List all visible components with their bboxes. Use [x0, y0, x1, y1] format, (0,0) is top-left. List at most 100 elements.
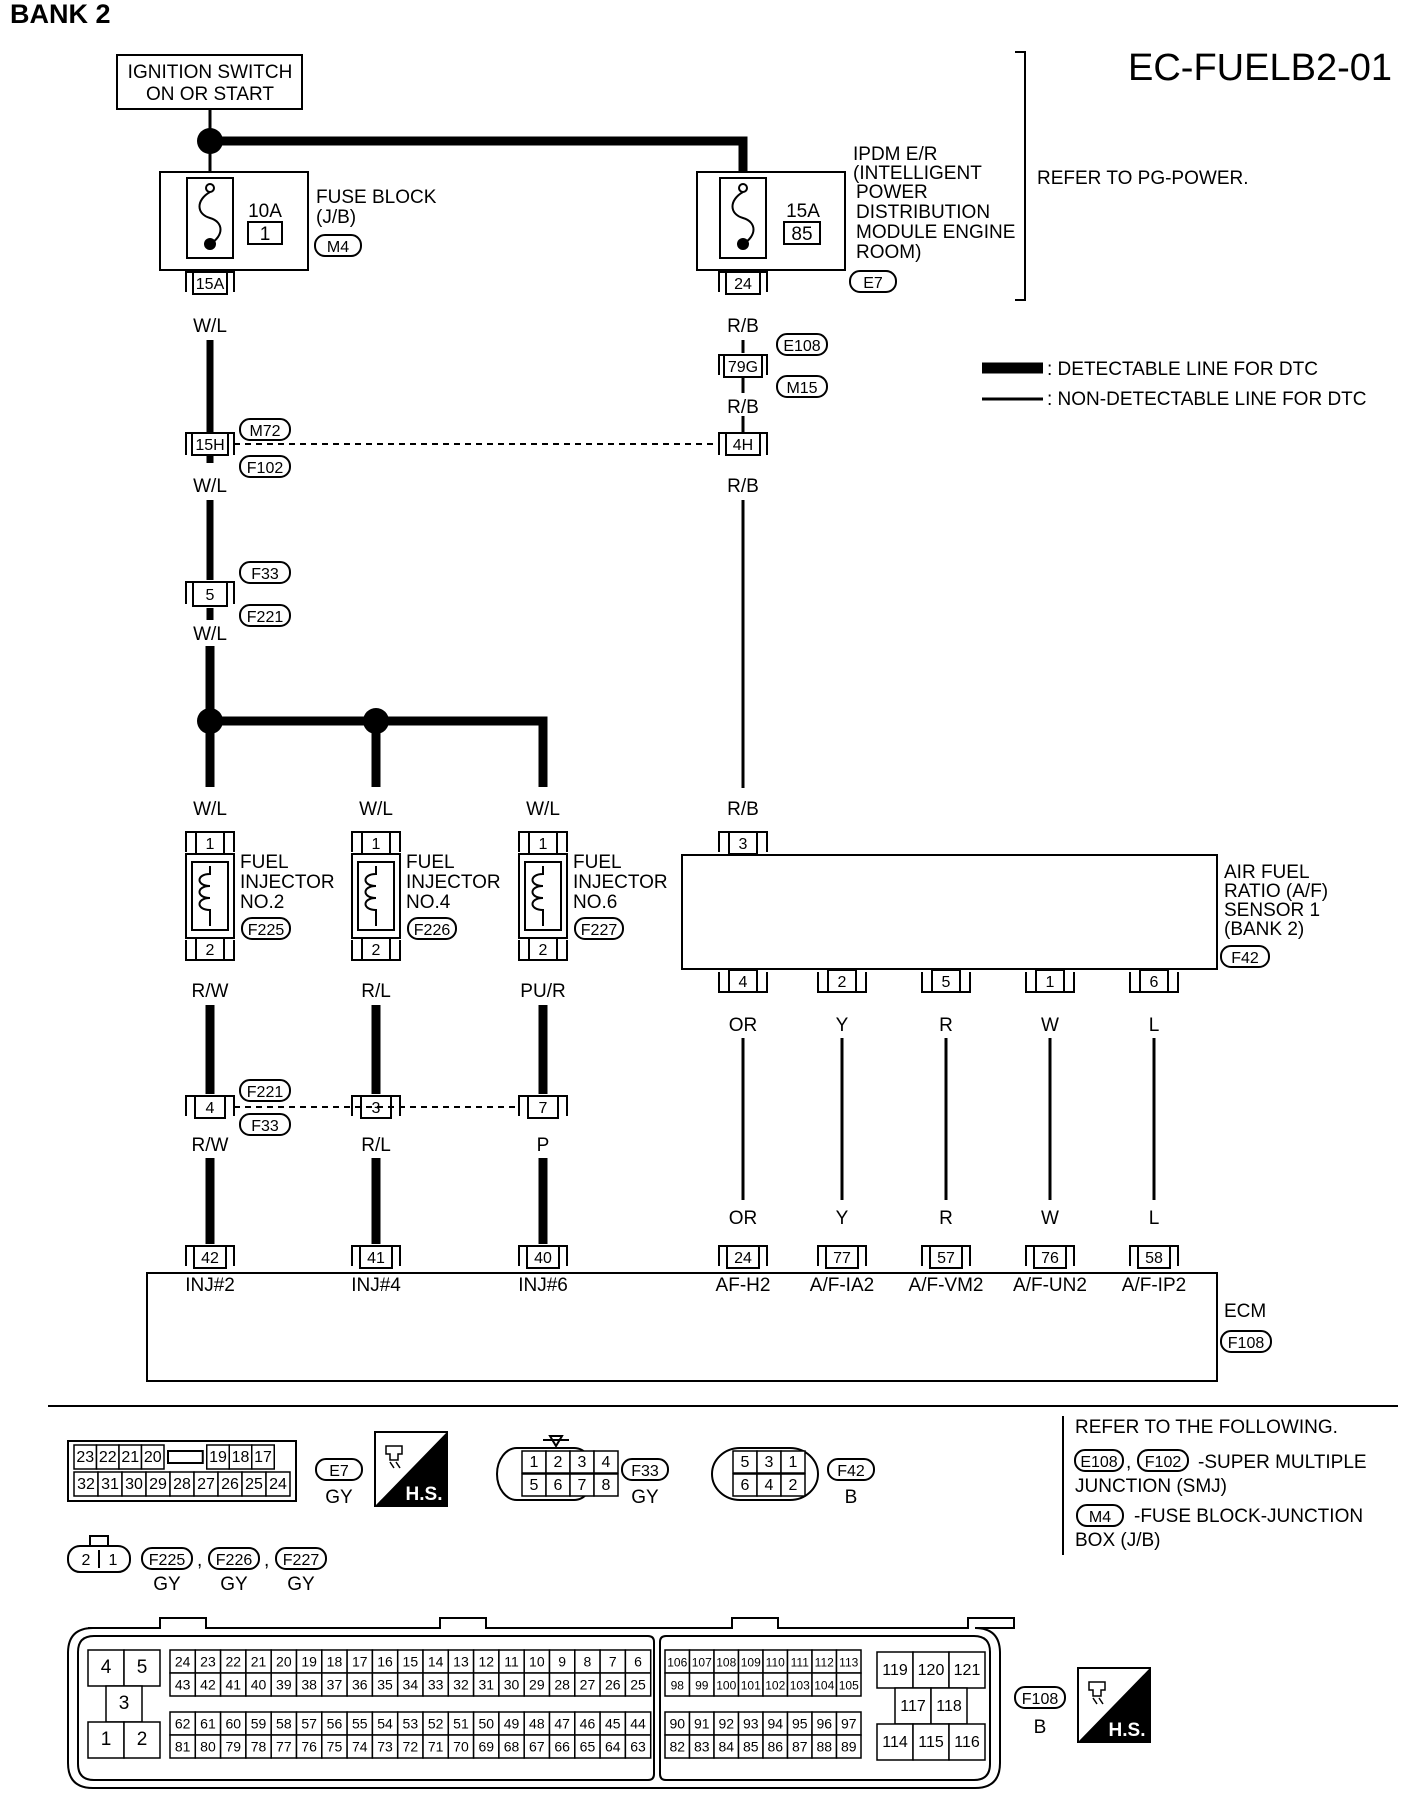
- connector-badge: [776, 375, 828, 398]
- pin-number: 59: [251, 1716, 267, 1732]
- pin-number: 8: [584, 1654, 592, 1670]
- connector-id: F227: [283, 1552, 320, 1569]
- pin-number: 78: [251, 1739, 267, 1755]
- pin-number: 57: [301, 1716, 317, 1732]
- pin-number: 58: [276, 1716, 292, 1732]
- pin-cell: [930, 1687, 968, 1725]
- pin-cell: [87, 1721, 125, 1759]
- injector-name: NO.2: [240, 892, 284, 913]
- connector-id: F226: [216, 1552, 253, 1569]
- pin-number: 54: [377, 1716, 393, 1732]
- connector-badge: [239, 1079, 291, 1102]
- pin-number: 23: [76, 1449, 94, 1466]
- pin-number: 121: [954, 1662, 981, 1679]
- af-sensor-name: AIR FUEL: [1224, 862, 1310, 883]
- wire-color: OR: [729, 1015, 758, 1036]
- pin-number: 85: [743, 1739, 759, 1755]
- connector-id: F108: [1022, 1691, 1059, 1708]
- connector-color: B: [845, 1487, 858, 1508]
- fuse-amp: 10A: [248, 201, 282, 222]
- pin-number: 51: [453, 1716, 469, 1732]
- hand-icon: [385, 1445, 403, 1469]
- ignition-switch-box: [116, 54, 303, 110]
- coil-icon: [198, 866, 211, 926]
- connector-color: B: [1034, 1717, 1047, 1738]
- pin-number: 15A: [196, 276, 225, 293]
- pin-number: 75: [327, 1739, 343, 1755]
- wire-color: W/L: [193, 624, 227, 645]
- ecm-terminal-label: A/F-UN2: [1013, 1275, 1087, 1296]
- pin-bracket: [1129, 972, 1179, 993]
- pin-number: 93: [743, 1716, 759, 1732]
- pin-cell: [624, 1672, 652, 1697]
- pin-number: 76: [1041, 1250, 1059, 1267]
- pin-number: 16: [377, 1654, 393, 1670]
- pin-cell: [780, 1473, 806, 1497]
- pin-cell: [97, 1471, 123, 1497]
- pin-number: 115: [918, 1734, 944, 1751]
- wire-color: R: [939, 1015, 953, 1036]
- pin-number: 24: [269, 1476, 287, 1493]
- wire-color: W: [1041, 1015, 1059, 1036]
- pin-number: 81: [175, 1739, 191, 1755]
- pin-number: 29: [149, 1476, 167, 1493]
- pin-number: 42: [201, 1250, 219, 1267]
- pin-number: 19: [209, 1449, 227, 1466]
- pin-number: 29: [529, 1677, 545, 1693]
- pin-number: 113: [839, 1656, 858, 1670]
- pin-number: 2: [137, 1729, 148, 1750]
- pin-number: 90: [669, 1716, 685, 1732]
- connector-badge: [241, 917, 291, 940]
- pin-number: 110: [766, 1656, 785, 1670]
- injector-no4: W/L 1 2 FUEL INJECTOR NO.4 F226 R/L 3 R/…: [351, 799, 501, 1296]
- connector-id: F225: [149, 1552, 186, 1569]
- refer-smj-text: -SUPER MULTIPLE: [1198, 1452, 1367, 1473]
- pin-number: 58: [1145, 1250, 1163, 1267]
- connector-badge: [1014, 1686, 1066, 1709]
- pin-number: 7: [578, 1477, 587, 1494]
- wire-color: W/L: [193, 799, 227, 820]
- bank-title: BANK 2: [10, 0, 111, 29]
- fuse-amp: 15A: [786, 201, 820, 222]
- wire-color: W/L: [193, 316, 227, 337]
- pin-number: 77: [833, 1250, 851, 1267]
- refer-bracket: [1015, 51, 1026, 301]
- pin-number: 91: [694, 1716, 710, 1732]
- pin-number: 87: [792, 1739, 808, 1755]
- pin-number: 7: [609, 1654, 617, 1670]
- wire-color: R/W: [192, 981, 229, 1002]
- pin-number: 71: [428, 1739, 444, 1755]
- pin-number: 3: [578, 1454, 587, 1471]
- pin-cell: [251, 1444, 275, 1470]
- injector-name: NO.6: [573, 892, 617, 913]
- pin-number: 2: [372, 942, 381, 959]
- pin-number: 43: [175, 1677, 191, 1693]
- pin-number: 5: [741, 1454, 750, 1471]
- pin-cell: [835, 1672, 862, 1697]
- pin-number: 60: [225, 1716, 241, 1732]
- pin-number: 76: [301, 1739, 317, 1755]
- pin-number: 53: [403, 1716, 419, 1732]
- connector-id: F225: [248, 922, 285, 939]
- af-sensor-box: [681, 854, 1218, 970]
- ecm-box: [146, 1272, 1218, 1382]
- connector-badge: [1220, 1330, 1272, 1353]
- pin-number: 84: [718, 1739, 734, 1755]
- af-sensor-name: RATIO (A/F): [1224, 881, 1328, 902]
- fuse-terminal: [205, 183, 215, 193]
- pin-number: 114: [882, 1734, 908, 1751]
- injector-name: NO.4: [406, 892, 451, 913]
- pin-number: 3: [765, 1454, 774, 1471]
- refer-jb-text: BOX (J/B): [1075, 1530, 1161, 1551]
- wire-color: W/L: [526, 799, 560, 820]
- pin-number: 18: [232, 1449, 250, 1466]
- connector-badge: [239, 561, 291, 584]
- pin-box: [192, 271, 228, 295]
- pin-box: [191, 432, 229, 456]
- pin-box: [725, 271, 761, 295]
- ecm-name: ECM: [1224, 1301, 1266, 1322]
- pin-number: 5: [530, 1477, 539, 1494]
- injector-no2: W/L 1 2 FUEL INJECTOR NO.2 F225 R/W 4 R/…: [185, 799, 335, 1296]
